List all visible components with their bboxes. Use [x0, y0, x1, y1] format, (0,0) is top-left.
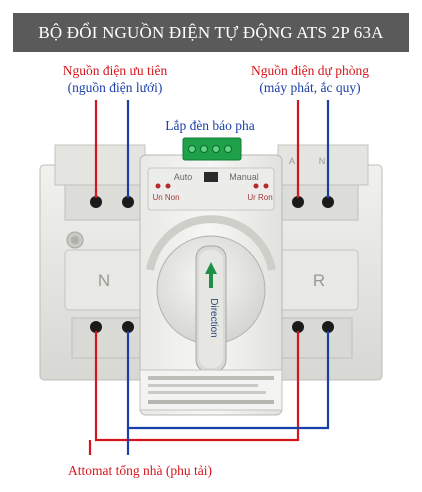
top-mark-n: N	[319, 156, 326, 166]
right-terminal-letter: R	[313, 271, 325, 290]
load-breaker-label: Attomat tổng nhà (phụ tải)	[68, 463, 212, 478]
terminal-block	[182, 137, 242, 161]
backup-source-line1: Nguồn điện dự phòng	[251, 63, 369, 78]
direction-label: Direction	[208, 298, 219, 337]
priority-source-label: Nguồn điện ưu tiên	[40, 62, 190, 79]
priority-source-sublabel: (nguồn điện lưới)	[40, 79, 190, 96]
mode-manual-label: Manual	[229, 172, 259, 182]
selector-dial	[146, 215, 276, 373]
right-indicator-label: Ur Ron	[247, 193, 272, 202]
backup-source-line2: (máy phát, ắc quy)	[259, 80, 361, 95]
left-indicator-label: Un Non	[152, 193, 179, 202]
indicator-label: Lắp đèn báo pha	[165, 118, 255, 133]
product-nameplate	[139, 369, 283, 411]
red-wires	[88, 100, 300, 455]
backup-source-sublabel: (máy phát, ắc quy)	[230, 79, 390, 96]
left-terminal-letter: N	[98, 271, 110, 290]
backup-source-label: Nguồn điện dự phòng	[230, 62, 390, 79]
screw-terminals	[90, 196, 334, 333]
top-mark-a: A	[289, 156, 295, 166]
blue-wires	[126, 100, 330, 455]
title-banner: BỘ ĐỔI NGUỒN ĐIỆN TỰ ĐỘNG ATS 2P 63A	[13, 13, 409, 52]
banner-title: BỘ ĐỔI NGUỒN ĐIỆN TỰ ĐỘNG ATS 2P 63A	[38, 22, 384, 42]
priority-source-line1: Nguồn điện ưu tiên	[62, 63, 168, 78]
priority-source-line2: (nguồn điện lưới)	[67, 80, 163, 95]
mode-auto-label: Auto	[174, 172, 193, 182]
